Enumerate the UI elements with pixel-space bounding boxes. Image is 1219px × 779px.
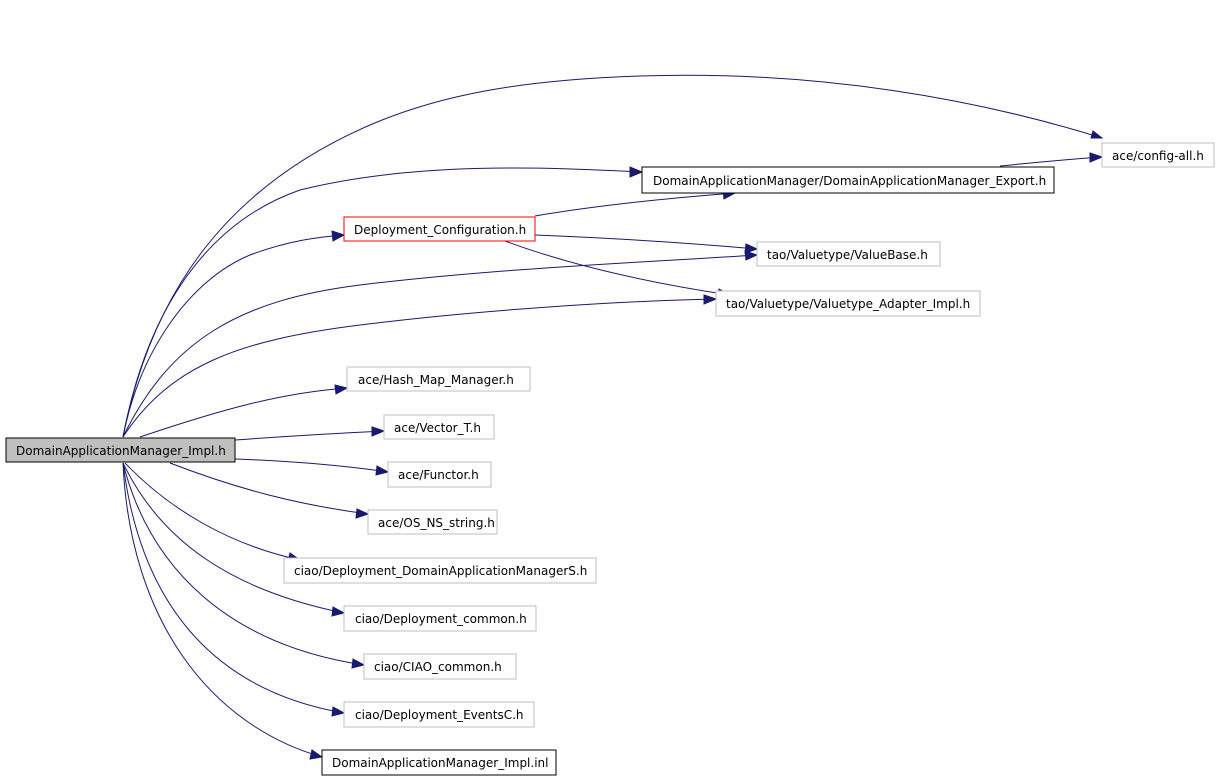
- node-hash-map: ace/Hash_Map_Manager.h: [346, 366, 531, 392]
- arrowhead-hash-map: [334, 384, 349, 395]
- node-os-ns-string: ace/OS_NS_string.h: [367, 509, 498, 535]
- node-dam-s: ciao/Deployment_DomainApplicationManager…: [283, 557, 597, 584]
- edge-root-to-deploy-conf: [122, 234, 345, 438]
- node-adapter-impl: tao/Valuetype/Valuetype_Adapter_Impl.h: [715, 290, 981, 317]
- arrowhead-config-all: [1090, 130, 1104, 139]
- node-label-config-all: ace/config-all.h: [1112, 149, 1204, 163]
- nodes: DomainApplicationManager_Impl.h ace/conf…: [5, 142, 1215, 776]
- node-config-all: ace/config-all.h: [1101, 142, 1215, 168]
- node-label-adapter-impl: tao/Valuetype/Valuetype_Adapter_Impl.h: [726, 297, 970, 311]
- edge-root-to-config-all: [122, 74, 1103, 438]
- edge-root-to-os-ns-string: [169, 462, 369, 515]
- arrowhead-events-c: [331, 706, 346, 717]
- edges: [122, 74, 1104, 760]
- node-events-c: ciao/Deployment_EventsC.h: [343, 701, 535, 728]
- arrowhead-deploy-common: [331, 606, 346, 617]
- node-label-events-c: ciao/Deployment_EventsC.h: [355, 708, 524, 722]
- edge-deploy-conf-to-adapter: [504, 240, 731, 296]
- node-label-vector-t: ace/Vector_T.h: [394, 421, 481, 435]
- arrowhead-export: [629, 166, 644, 178]
- edge-root-to-vector: [234, 430, 385, 441]
- arrowhead-ciao-common: [351, 658, 366, 669]
- node-label-root: DomainApplicationManager_Impl.h: [16, 444, 226, 458]
- edge-root-to-deploy-common: [122, 462, 345, 614]
- arrowhead-impl-inl: [309, 749, 324, 760]
- edge-root-to-hash-map: [139, 387, 348, 438]
- node-label-functor: ace/Functor.h: [398, 468, 479, 482]
- arrowhead-functor: [375, 465, 390, 476]
- node-valuebase: tao/Valuetype/ValueBase.h: [756, 241, 941, 267]
- node-label-export: DomainApplicationManager/DomainApplicati…: [653, 174, 1046, 188]
- arrowhead-vector: [371, 426, 386, 437]
- node-root[interactable]: DomainApplicationManager_Impl.h: [5, 437, 236, 463]
- arrowhead-os-ns-string: [355, 508, 370, 519]
- edge-root-to-adapter: [122, 298, 717, 438]
- node-export[interactable]: DomainApplicationManager/DomainApplicati…: [641, 166, 1055, 194]
- node-functor: ace/Functor.h: [387, 461, 492, 488]
- node-label-os-ns-string: ace/OS_NS_string.h: [378, 516, 495, 530]
- node-label-impl-inl: DomainApplicationManager_Impl.inl: [332, 756, 548, 770]
- node-deploy-conf[interactable]: Deployment_Configuration.h: [343, 216, 536, 242]
- edge-root-to-ciao-common: [122, 462, 365, 666]
- edge-root-to-export: [122, 167, 643, 438]
- edge-root-to-functor: [234, 458, 389, 473]
- node-label-dam-s: ciao/Deployment_DomainApplicationManager…: [294, 564, 587, 578]
- arrowhead-valuebase-from-root: [744, 250, 759, 261]
- edge-root-to-dam-s: [124, 462, 301, 561]
- node-label-ciao-common: ciao/CIAO_common.h: [374, 660, 502, 674]
- node-label-valuebase: tao/Valuetype/ValueBase.h: [767, 248, 928, 262]
- arrowhead-deploy-conf: [331, 230, 346, 242]
- node-ciao-common: ciao/CIAO_common.h: [363, 653, 517, 680]
- node-vector-t: ace/Vector_T.h: [383, 414, 495, 440]
- edge-export-to-config-all: [999, 156, 1103, 167]
- edge-deploy-conf-to-export: [534, 192, 736, 217]
- node-impl-inl[interactable]: DomainApplicationManager_Impl.inl: [321, 749, 557, 776]
- edge-root-to-events-c: [122, 462, 345, 714]
- node-label-deploy-common: ciao/Deployment_common.h: [355, 612, 527, 626]
- edge-root-to-impl-inl: [122, 462, 323, 758]
- node-label-hash-map: ace/Hash_Map_Manager.h: [358, 373, 514, 387]
- edge-root-to-valuebase: [122, 254, 758, 438]
- arrowhead-adapter-from-root: [703, 294, 718, 305]
- node-deploy-common: ciao/Deployment_common.h: [343, 605, 537, 632]
- arrowhead-config-all-from-export: [1089, 152, 1104, 163]
- arrowhead-valuebase-from-deploy-conf: [744, 243, 759, 254]
- node-label-deploy-conf: Deployment_Configuration.h: [354, 223, 526, 237]
- edge-deploy-conf-to-valuebase: [534, 234, 758, 250]
